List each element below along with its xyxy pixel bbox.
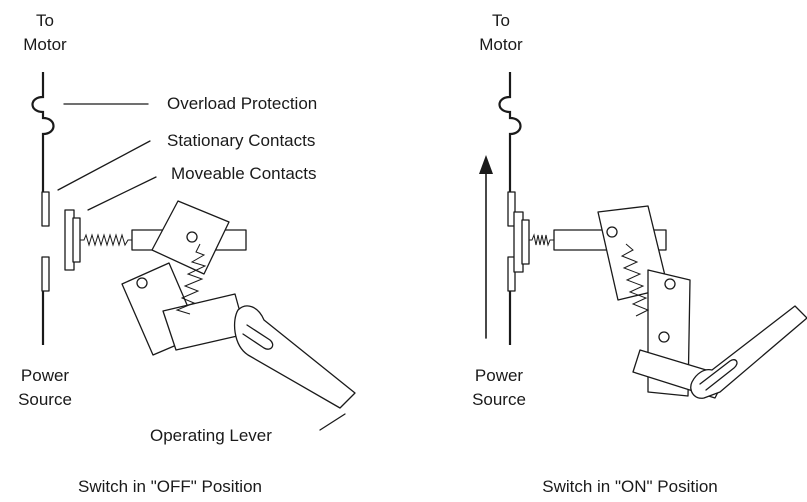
right-stationary-contact-lower (507, 256, 516, 292)
moveable-leader (87, 176, 157, 211)
left-off-mechanism (31, 72, 356, 409)
left-upper-link (151, 200, 230, 275)
stationary-leader (57, 140, 151, 191)
left-operating-lever (233, 305, 356, 409)
stationary-contacts-label: Stationary Contacts (167, 131, 316, 150)
left-power-line1: Power (20, 366, 70, 385)
left-toggle-spring (175, 243, 207, 315)
left-to-motor-line2: Motor (23, 35, 67, 54)
off-position-caption: Switch in "OFF" Position (77, 477, 262, 496)
overload-protection-label: Overload Protection (167, 94, 318, 113)
right-contact-spring (529, 233, 554, 247)
right-toggle-spring (620, 243, 650, 317)
moveable-contacts-label: Moveable Contacts (171, 164, 317, 183)
right-operating-lever (690, 305, 807, 399)
left-callout-leaders (57, 103, 346, 431)
left-power-line2: Source (18, 390, 72, 409)
right-power-line2: Source (472, 390, 526, 409)
right-upper-conductor (498, 72, 522, 192)
right-power-line1: Power (474, 366, 524, 385)
left-contact-spring (80, 233, 132, 247)
operating-lever-label: Operating Lever (150, 426, 272, 445)
left-stationary-contact-upper (41, 191, 50, 227)
on-position-caption: Switch in "ON" Position (542, 477, 718, 496)
right-current-arrow-head (479, 155, 493, 174)
left-upper-conductor (31, 72, 55, 192)
right-stationary-contact-upper (507, 191, 516, 227)
right-moveable-contact-plate (521, 219, 530, 265)
right-to-motor-line1: To (492, 11, 510, 30)
lever-leader (319, 413, 346, 431)
left-stationary-contact-lower (41, 256, 50, 292)
right-on-mechanism (479, 72, 807, 399)
left-moveable-contact-plate (72, 217, 81, 263)
left-to-motor-line1: To (36, 11, 54, 30)
right-to-motor-line2: Motor (479, 35, 523, 54)
